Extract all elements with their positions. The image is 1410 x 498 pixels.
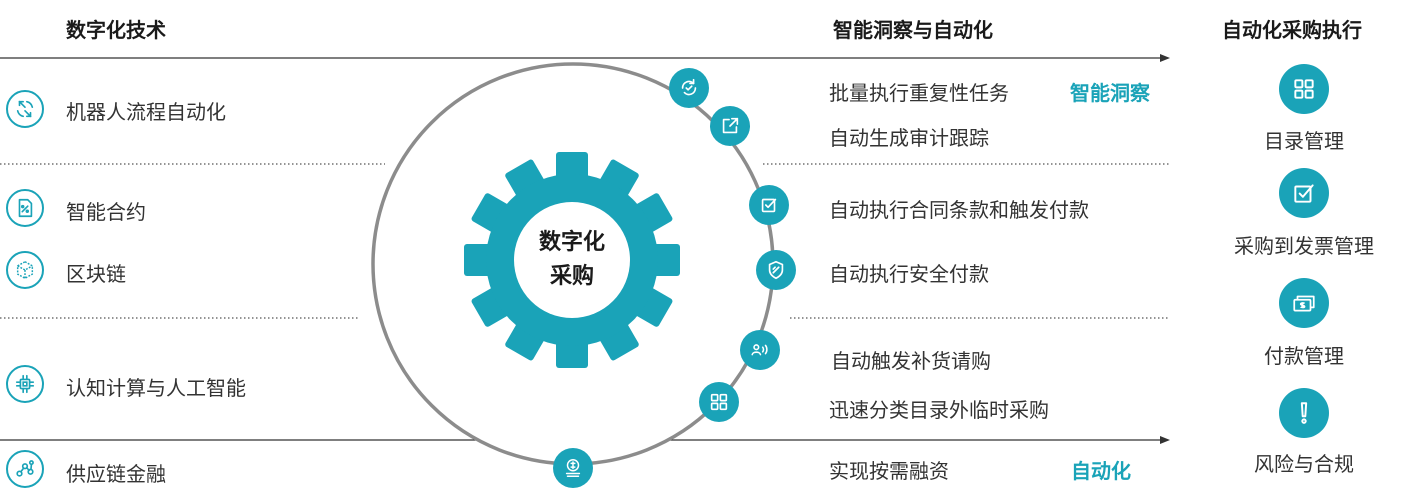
tech-item-rpa: 机器人流程自动化 bbox=[66, 100, 226, 124]
center-line-2: 采购 bbox=[549, 264, 594, 289]
exec-item-invoice: 采购到发票管理 bbox=[1234, 234, 1374, 258]
automation-item-financing: 实现按需融资 bbox=[829, 459, 949, 483]
tech-item-supply-chain-finance: 供应链金融 bbox=[66, 462, 166, 486]
top-arrow-head bbox=[1160, 54, 1170, 62]
header-auto-procurement: 自动化采购执行 bbox=[1222, 18, 1362, 42]
exec-item-payment: 付款管理 bbox=[1264, 344, 1344, 368]
blockchain-icon bbox=[6, 251, 44, 289]
payment-icon bbox=[1279, 278, 1329, 328]
risk-alert-icon bbox=[1279, 388, 1329, 438]
label-smart-insight: 智能洞察 bbox=[1070, 81, 1150, 105]
header-digital-tech: 数字化技术 bbox=[66, 18, 166, 42]
exec-item-risk: 风险与合规 bbox=[1254, 452, 1354, 476]
cycle-check-icon bbox=[669, 68, 709, 108]
tech-item-ai: 认知计算与人工智能 bbox=[66, 376, 246, 400]
checkbox-icon bbox=[749, 185, 789, 225]
export-icon bbox=[710, 106, 750, 146]
invoice-check-icon bbox=[1279, 168, 1329, 218]
voice-user-icon bbox=[740, 330, 780, 370]
tech-item-smart-contract: 智能合约 bbox=[66, 200, 146, 224]
automation-item-categorize: 迅速分类目录外临时采购 bbox=[829, 398, 1049, 422]
catalog-grid-icon bbox=[1279, 64, 1329, 114]
automation-item-contract: 自动执行合同条款和触发付款 bbox=[829, 198, 1089, 222]
automation-item-batch: 批量执行重复性任务 bbox=[829, 81, 1009, 105]
label-automation: 自动化 bbox=[1071, 459, 1131, 483]
bottom-arrow-head bbox=[1160, 436, 1170, 444]
rpa-icon bbox=[6, 90, 44, 128]
automation-item-audit: 自动生成审计跟踪 bbox=[829, 126, 989, 150]
center-title: 数字化 采购 bbox=[512, 226, 632, 294]
center-line-1: 数字化 bbox=[538, 230, 605, 255]
coin-stack-icon bbox=[553, 448, 593, 488]
exec-item-catalog: 目录管理 bbox=[1264, 129, 1344, 153]
automation-item-secure-payment: 自动执行安全付款 bbox=[829, 262, 989, 286]
grid-icon bbox=[699, 382, 739, 422]
gear-icon bbox=[464, 152, 680, 368]
ai-chip-icon bbox=[6, 365, 44, 403]
shield-icon bbox=[756, 250, 796, 290]
supply-chain-finance-icon bbox=[6, 450, 44, 488]
tech-item-blockchain: 区块链 bbox=[66, 262, 126, 286]
automation-item-replenish: 自动触发补货请购 bbox=[831, 349, 991, 373]
header-insight-automation: 智能洞察与自动化 bbox=[833, 18, 993, 42]
smart-contract-icon bbox=[6, 189, 44, 227]
